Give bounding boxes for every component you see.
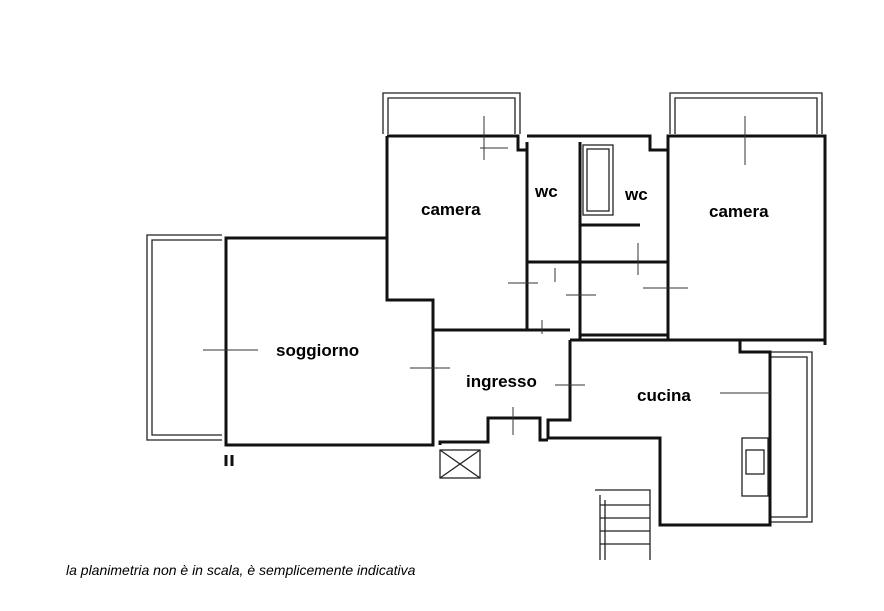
plan-disclaimer: la planimetria non è in scala, è semplic… (66, 562, 416, 578)
bathtub (582, 144, 614, 216)
room-label-soggiorno: soggiorno (276, 341, 359, 360)
interior-walls (433, 142, 670, 340)
staircase (595, 489, 651, 560)
balcony-top-right (669, 92, 823, 134)
balcony-right (770, 351, 813, 523)
balcony-left (146, 234, 222, 441)
kitchen-unit (741, 437, 769, 497)
shaft (439, 449, 481, 479)
room-label-cucina: cucina (637, 386, 691, 405)
room-label-wc-left: wc (534, 182, 558, 201)
plan-marks (203, 116, 770, 435)
balcony-top-left (382, 92, 521, 134)
room-label-camera-left: camera (421, 200, 481, 219)
room-label-ingresso: ingresso (466, 372, 537, 391)
room-label-wc-right: wc (624, 185, 648, 204)
room-label-camera-right: camera (709, 202, 769, 221)
